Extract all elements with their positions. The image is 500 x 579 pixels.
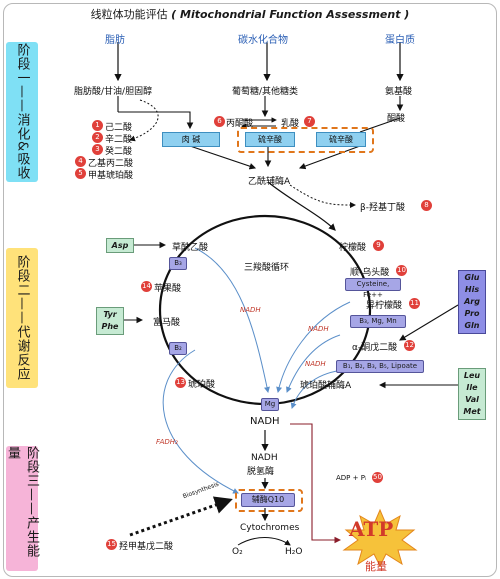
marker-bhb-number: 8 <box>421 200 432 211</box>
marker-pyruvate-number: 6 <box>214 116 225 127</box>
nadh-dh-line1: NADH <box>251 453 278 463</box>
amino-gln: Gln <box>464 321 480 330</box>
marker-hmg-number: 15 <box>106 539 117 550</box>
coq10-box: 辅酶Q10 <box>241 493 295 507</box>
atp-burst-icon <box>342 508 418 568</box>
fat-products: 脂肪酸/甘油/胆固醇 <box>74 87 153 97</box>
succinyl-coa: 琥珀酸辅酶A <box>300 381 352 391</box>
lipoic-box-protein: 硫辛酸 <box>316 132 366 147</box>
amino-glu: Glu <box>464 273 480 282</box>
malate: 苹果酸 <box>154 284 182 294</box>
marker-number: 3 <box>92 144 103 155</box>
marker-name: 辛二酸 <box>105 135 133 145</box>
nadh-label-3: NADH <box>305 360 326 368</box>
marker-adp-number: 50 <box>372 472 383 483</box>
title-cn: 线粒体功能评估 <box>90 8 168 21</box>
lipoic-box-carb: 硫辛酸 <box>245 132 295 147</box>
citrate: 柠檬酸 <box>339 243 367 253</box>
amino-met: Met <box>463 407 481 416</box>
lactate: 乳酸 <box>281 119 300 129</box>
alpha-ketoglutarate: α-酮戊二酸 <box>352 343 398 353</box>
carnitine-box: 肉 碱 <box>162 132 220 147</box>
fumarate: 富马酸 <box>153 318 181 328</box>
atp-label: ATP <box>349 517 394 541</box>
marker-succinate-number: 13 <box>175 377 186 388</box>
cofactor-b3mgmn-box: B₃, Mg, Mn <box>350 315 406 328</box>
source-protein: 蛋白质 <box>385 35 415 46</box>
cofactor-b2-box: B₂ <box>169 342 187 355</box>
protein-products: 氨基酸 <box>385 87 413 97</box>
stage-three-bar: 阶段三——产生能量 <box>5 446 39 571</box>
pyruvate: 丙酮酸 <box>226 119 254 129</box>
marker-iso-number: 11 <box>409 298 420 309</box>
amino-asp-box: Asp <box>106 238 134 253</box>
amino-glu-group-box: Glu His Arg Pro Gln <box>458 270 486 334</box>
title-en: ( Mitochondrial Function Assessment ) <box>171 8 410 21</box>
cofactor-b3-box: B₃ <box>169 257 187 270</box>
amino-phe: Phe <box>101 322 119 331</box>
marker-name: 乙基丙二酸 <box>88 159 134 169</box>
marker-name: 癸二酸 <box>105 147 133 157</box>
adp-pi: ADP + Pᵢ <box>336 474 367 482</box>
source-fat: 脂肪 <box>105 35 125 46</box>
beta-hydroxybutyrate: β-羟基丁酸 <box>360 203 405 213</box>
succinate: 琥珀酸 <box>188 380 216 390</box>
marker-number: 2 <box>92 132 103 143</box>
amino-leu-group-box: Leu Ile Val Met <box>458 368 486 420</box>
tca-cycle-name: 三羧酸循环 <box>244 263 290 273</box>
oxygen: O₂ <box>232 547 243 557</box>
amino-ile: Ile <box>466 383 478 392</box>
amino-leu: Leu <box>463 371 481 380</box>
stage-two-bar: 阶段二——代谢反应 <box>6 248 38 388</box>
amino-val: Val <box>465 395 479 404</box>
diagram-frame <box>3 3 497 577</box>
page-title: 线粒体功能评估 ( Mitochondrial Function Assessm… <box>0 6 500 22</box>
amino-pro: Pro <box>464 309 480 318</box>
keto-acid: 酮酸 <box>387 114 406 124</box>
amino-his: His <box>464 285 480 294</box>
marker-number: 4 <box>75 156 86 167</box>
nadh-main: NADH <box>250 416 280 427</box>
marker-number: 1 <box>92 120 103 131</box>
cofactor-cysteine-box: Cysteine, Fe++ <box>345 278 401 299</box>
acetyl-coa: 乙酰辅酶A <box>248 177 291 187</box>
marker-cis-number: 10 <box>396 265 407 276</box>
cofactor-mg-box: Mg <box>261 398 279 411</box>
nadh-label-1: NADH <box>240 306 261 314</box>
nadh-label-2: NADH <box>308 325 329 333</box>
marker-citrate-number: 9 <box>373 240 384 251</box>
cytochromes: Cytochromes <box>240 523 300 533</box>
oxaloacetate: 草酰乙酸 <box>172 243 209 253</box>
hmg: 羟甲基戊二酸 <box>119 542 174 552</box>
nadh-dh-line2: 脱氢酶 <box>247 467 275 477</box>
cis-aconitate: 顺-乌头酸 <box>350 268 390 278</box>
amino-arg: Arg <box>464 297 480 306</box>
lipoic-highlight <box>237 127 374 153</box>
isocitrate: 异柠檬酸 <box>366 301 403 311</box>
marker-name: 甲基琥珀酸 <box>88 171 134 181</box>
marker-number: 5 <box>75 168 86 179</box>
marker-akg-number: 12 <box>404 340 415 351</box>
marker-malate-number: 14 <box>141 281 152 292</box>
carb-products: 葡萄糖/其他糖类 <box>232 87 299 97</box>
marker-lactate-number: 7 <box>304 116 315 127</box>
stage-one-bar: 阶段一——消化&吸收 <box>6 42 38 182</box>
water: H₂O <box>285 547 303 557</box>
marker-name: 己二酸 <box>105 123 133 133</box>
amino-tyrphe-box: Tyr Phe <box>96 307 124 335</box>
energy-label: 能量 <box>365 560 387 573</box>
coq10-highlight <box>235 489 303 512</box>
amino-tyr: Tyr <box>103 310 117 319</box>
cofactor-b-complex-box: B₁, B₂, B₃, B₅, Lipoate <box>336 360 424 373</box>
source-carb: 碳水化合物 <box>238 35 288 46</box>
fadh2-label: FADH₂ <box>156 438 178 446</box>
